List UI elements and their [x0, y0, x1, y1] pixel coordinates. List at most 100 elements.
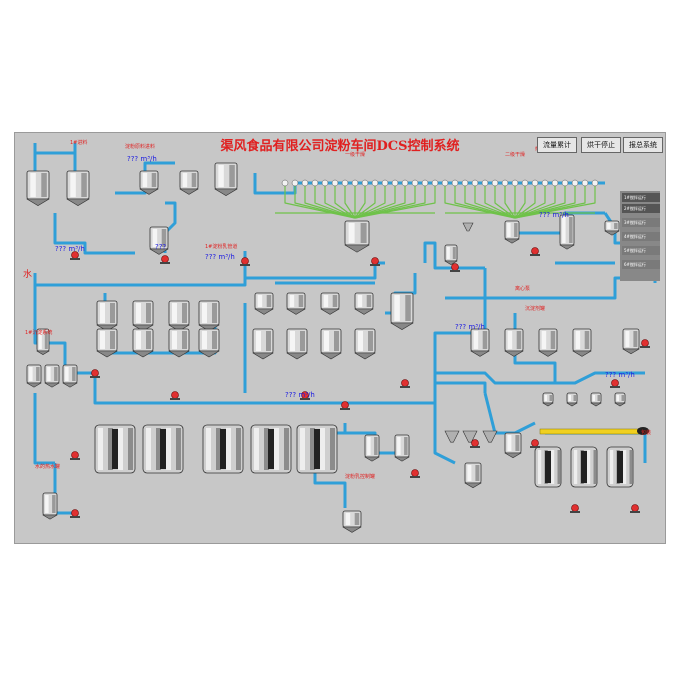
tank-icon[interactable]	[443, 244, 459, 265]
pump-icon[interactable]	[410, 469, 420, 479]
tank-icon[interactable]	[167, 328, 191, 358]
large-tank-icon[interactable]	[570, 446, 598, 488]
tank-icon[interactable]	[565, 392, 579, 407]
tank-icon[interactable]	[43, 364, 61, 388]
dryer-stop-button[interactable]: 烘干停止	[581, 137, 621, 153]
tank-icon[interactable]	[469, 328, 491, 357]
pump-icon[interactable]	[340, 401, 350, 411]
large-tank-icon[interactable]	[296, 424, 338, 474]
pump-icon[interactable]	[370, 257, 380, 267]
side-item[interactable]: 3#搅拌运行	[622, 218, 660, 227]
tank-icon[interactable]	[178, 170, 200, 195]
pipe	[33, 143, 77, 155]
tank-icon[interactable]	[558, 214, 576, 250]
dryer-nozzle-icon	[411, 179, 419, 187]
hopper-icon[interactable]	[462, 222, 474, 232]
tank-icon[interactable]	[213, 162, 239, 196]
pump-icon[interactable]	[240, 257, 250, 267]
tank-icon[interactable]	[131, 300, 155, 332]
dryer-nozzle-icon	[401, 179, 409, 187]
tank-icon[interactable]	[197, 328, 221, 358]
side-item[interactable]: 1#搅拌运行	[622, 193, 660, 202]
pump-icon[interactable]	[610, 379, 620, 389]
alarm-button[interactable]: 报总系统	[623, 137, 663, 153]
pump-icon[interactable]	[630, 504, 640, 514]
tank-icon[interactable]	[603, 220, 621, 236]
tank-icon[interactable]	[138, 170, 160, 195]
pump-icon[interactable]	[530, 247, 540, 257]
pump-icon[interactable]	[90, 369, 100, 379]
tank-icon[interactable]	[285, 328, 309, 360]
tank-icon[interactable]	[61, 364, 79, 388]
large-tank-icon[interactable]	[202, 424, 244, 474]
tank-icon[interactable]	[589, 392, 603, 407]
readout-3: ???	[155, 243, 167, 251]
pump-icon[interactable]	[400, 379, 410, 389]
tank-icon[interactable]	[541, 392, 555, 407]
tank-icon[interactable]	[353, 292, 375, 315]
dryer-nozzle-icon	[561, 179, 569, 187]
tank-icon[interactable]	[251, 328, 275, 360]
tank-icon[interactable]	[131, 328, 155, 358]
tank-icon[interactable]	[41, 492, 59, 520]
tank-icon[interactable]	[167, 300, 191, 332]
pump-icon[interactable]	[450, 263, 460, 273]
tank-icon[interactable]	[363, 434, 381, 462]
status-side-panel: 1#搅拌运行 2#搅拌运行 3#搅拌运行 4#搅拌运行 5#搅拌运行 6#搅拌运…	[620, 191, 660, 281]
large-tank-icon[interactable]	[534, 446, 562, 488]
tank-icon[interactable]	[253, 292, 275, 315]
tank-icon[interactable]	[503, 328, 525, 357]
flow-stats-button[interactable]: 流量累计	[537, 137, 577, 153]
tank-icon[interactable]	[613, 392, 627, 407]
tank-icon[interactable]	[341, 510, 363, 533]
label-dryer2: 二级干燥	[505, 152, 526, 158]
pump-icon[interactable]	[300, 391, 310, 401]
tank-icon[interactable]	[148, 226, 170, 255]
tank-icon[interactable]	[503, 432, 523, 459]
tank-icon[interactable]	[197, 300, 221, 332]
tank-icon[interactable]	[353, 328, 377, 360]
tank-icon[interactable]	[463, 462, 483, 489]
pump-icon[interactable]	[170, 391, 180, 401]
tank-icon[interactable]	[25, 364, 43, 388]
pump-icon[interactable]	[530, 439, 540, 449]
tank-icon[interactable]	[621, 328, 641, 355]
pump-icon[interactable]	[470, 439, 480, 449]
large-tank-icon[interactable]	[142, 424, 184, 474]
tank-icon[interactable]	[35, 328, 51, 355]
pump-icon[interactable]	[640, 339, 650, 349]
pump-icon[interactable]	[70, 451, 80, 461]
tank-icon[interactable]	[319, 328, 343, 360]
dryer-nozzle-icon	[321, 179, 329, 187]
tank-icon[interactable]	[95, 300, 119, 332]
tank-icon[interactable]	[537, 328, 559, 357]
tank-icon[interactable]	[65, 170, 91, 206]
side-item[interactable]: 2#搅拌运行	[622, 204, 660, 213]
tank-icon[interactable]	[389, 292, 415, 330]
side-item[interactable]: 4#搅拌运行	[622, 232, 660, 241]
hopper-icon[interactable]	[444, 430, 460, 443]
tank-icon[interactable]	[25, 170, 51, 206]
large-tank-icon[interactable]	[250, 424, 292, 474]
tank-icon[interactable]	[343, 220, 371, 253]
readout-4: ??? m³/h	[539, 211, 569, 219]
tank-icon[interactable]	[319, 292, 341, 315]
pump-icon[interactable]	[570, 504, 580, 514]
pump-icon[interactable]	[70, 251, 80, 261]
pump-icon[interactable]	[70, 509, 80, 519]
readout-6: ??? m³/h	[285, 391, 315, 399]
dryer-nozzle-icon	[461, 179, 469, 187]
large-tank-icon[interactable]	[94, 424, 136, 474]
tank-icon[interactable]	[503, 220, 521, 244]
tank-icon[interactable]	[95, 328, 119, 358]
pipe	[53, 213, 135, 255]
tank-icon[interactable]	[393, 434, 411, 462]
tank-icon[interactable]	[571, 328, 593, 357]
large-tank-icon[interactable]	[606, 446, 634, 488]
tank-icon[interactable]	[285, 292, 307, 315]
label-water-tank: 水的热水罐	[35, 464, 61, 470]
pump-icon[interactable]	[160, 255, 170, 265]
side-item[interactable]: 5#搅拌运行	[622, 246, 660, 255]
side-item[interactable]: 6#搅拌运行	[622, 260, 660, 269]
hopper-icon[interactable]	[482, 430, 498, 443]
